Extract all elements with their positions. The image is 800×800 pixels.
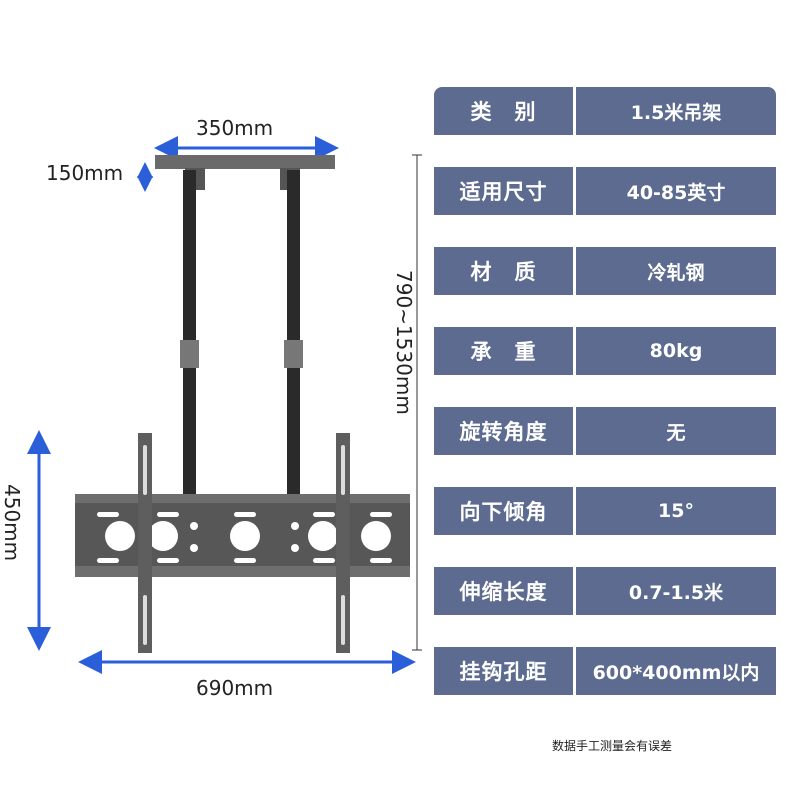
spec-key: 挂钩孔距 <box>434 647 573 695</box>
spec-key: 向下倾角 <box>434 487 573 535</box>
measurement-note: 数据手工测量会有误差 <box>552 739 673 753</box>
top-width-label: 350mm <box>196 116 274 140</box>
spec-value: 0.7-1.5米 <box>576 567 776 615</box>
spec-value: 600*400mm以内 <box>576 647 776 695</box>
spec-key: 旋转角度 <box>434 407 573 455</box>
left-vertical-arm <box>138 433 152 653</box>
spec-key: 材 质 <box>434 247 573 295</box>
plate-width-label: 690mm <box>196 676 274 700</box>
spec-key: 类 别 <box>434 87 573 135</box>
pole-length-label: 790~1530mm <box>392 270 416 415</box>
spec-row: 材 质冷轧钢 <box>434 247 776 295</box>
spec-value: 80kg <box>576 327 776 375</box>
right-pole <box>287 170 300 495</box>
spec-row: 旋转角度无 <box>434 407 776 455</box>
plate-height-label: 450mm <box>0 484 24 562</box>
spec-value: 15° <box>576 487 776 535</box>
top-height-label: 150mm <box>46 161 124 185</box>
spec-value: 1.5米吊架 <box>576 87 776 135</box>
spec-key: 伸缩长度 <box>434 567 573 615</box>
spec-value: 40-85英寸 <box>576 167 776 215</box>
left-pole <box>183 170 196 495</box>
right-vertical-arm <box>336 433 350 653</box>
spec-key: 适用尺寸 <box>434 167 573 215</box>
spec-key: 承 重 <box>434 327 573 375</box>
spec-value: 无 <box>576 407 776 455</box>
spec-value: 冷轧钢 <box>576 247 776 295</box>
ceiling-plate <box>155 155 335 169</box>
